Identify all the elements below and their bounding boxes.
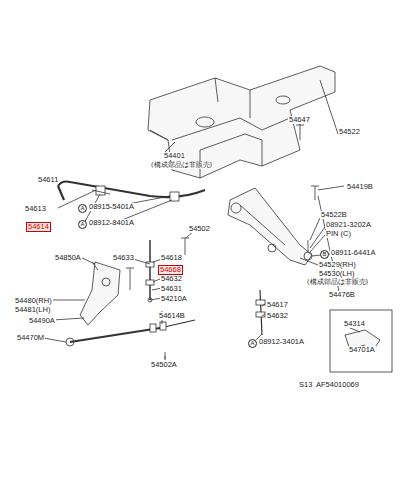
part-number: 54490A xyxy=(28,317,56,325)
part-number: 54611 xyxy=(37,176,59,184)
part-number: 54502 xyxy=(188,225,211,233)
part-number: 54850A xyxy=(54,254,82,262)
part-number: 54614B xyxy=(158,312,186,320)
part-number: 54647 xyxy=(288,116,311,124)
part-number: 54631 xyxy=(160,285,183,293)
part-number: 54617 xyxy=(266,301,289,309)
note: (構成部品は非販売) xyxy=(306,279,369,286)
part-number: 54614 xyxy=(26,222,51,232)
part-number: 54470M xyxy=(16,334,45,342)
circled-letter: A xyxy=(78,220,87,229)
part-number: 54633 xyxy=(112,254,135,262)
part-number: 54668 xyxy=(158,265,183,275)
circled-letter: A xyxy=(248,339,257,348)
part-number: 54632 xyxy=(266,312,289,320)
part-number: 54632 xyxy=(160,275,183,283)
part-number: 54419B xyxy=(346,183,374,191)
part-number: 54701A xyxy=(348,346,376,354)
part-number: PIN (C) xyxy=(325,230,352,238)
part-number: 54314 xyxy=(343,320,366,328)
part-number: 08921-3202A xyxy=(325,221,372,229)
diagram-code: AF54010069 xyxy=(315,381,360,389)
part-number: 08911-6441A xyxy=(330,249,376,257)
part-number: 54522 xyxy=(338,128,361,136)
part-number: 54210A xyxy=(160,295,188,303)
part-number: 54529(RH) xyxy=(318,261,357,269)
circled-letter: B xyxy=(320,250,329,259)
part-number: 54522B xyxy=(320,211,348,219)
part-number: 54618 xyxy=(160,254,183,262)
note: (構成部品は非販売) xyxy=(150,162,213,169)
part-number: 08912-8401A xyxy=(88,219,135,227)
circled-letter: A xyxy=(78,204,87,213)
part-number: 54476B xyxy=(328,291,356,299)
model-code: S13 xyxy=(298,381,313,389)
part-number: 08915-5401A xyxy=(88,203,135,211)
part-number: 54401 xyxy=(163,152,186,160)
part-number: 54530(LH) xyxy=(318,270,355,278)
part-number: 54613 xyxy=(24,205,47,213)
part-number: 54481(LH) xyxy=(14,306,51,314)
part-number: 54502A xyxy=(150,361,178,369)
part-number: 54480(RH) xyxy=(14,297,53,305)
part-number: 08912-3401A xyxy=(258,338,305,346)
